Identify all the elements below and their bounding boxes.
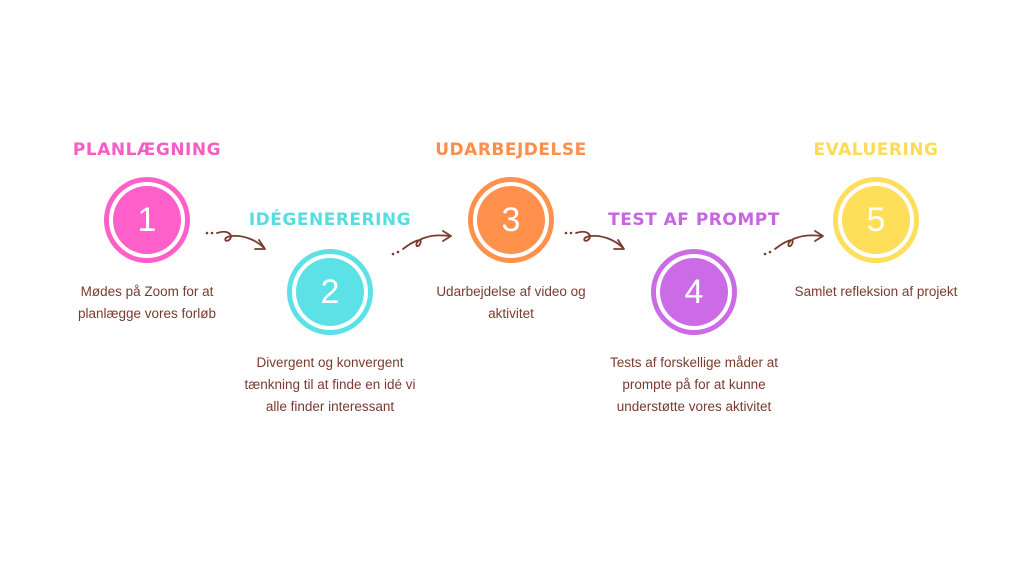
step-3-circle: 3 [468, 177, 554, 263]
step-2-description: Divergent og konvergent tænkning til at … [244, 355, 416, 414]
step-4-title: TEST AF PROMPT [608, 210, 780, 230]
arrow-4-to-5-icon [763, 230, 824, 256]
step-1-description: Mødes på Zoom for at planlægge vores for… [77, 284, 217, 321]
step-3-description: Udarbejdelse af video og aktivitet [436, 284, 586, 321]
step-2-number: 2 [296, 258, 364, 326]
arrow-1-to-2-icon [205, 230, 266, 250]
step-5-circle: 5 [833, 177, 919, 263]
step-3-number: 3 [477, 186, 545, 254]
step-4-circle: 4 [651, 249, 737, 335]
arrow-3-to-4-icon [564, 230, 625, 250]
step-3-title: UDARBEJDELSE [435, 140, 587, 160]
step-5-title: EVALUERING [813, 140, 939, 160]
step-1-circle: 1 [104, 177, 190, 263]
step-4-number: 4 [660, 258, 728, 326]
step-1-number: 1 [113, 186, 181, 254]
step-5-number: 5 [842, 186, 910, 254]
step-1-title: PLANLÆGNING [72, 140, 222, 160]
step-4-description: Tests af forskellige måder at prompte på… [609, 355, 779, 414]
step-2-circle: 2 [287, 249, 373, 335]
arrow-2-to-3-icon [391, 230, 452, 256]
step-5-description: Samlet refleksion af projekt [794, 284, 958, 299]
step-2-title: IDÉGENERERING [248, 210, 412, 230]
